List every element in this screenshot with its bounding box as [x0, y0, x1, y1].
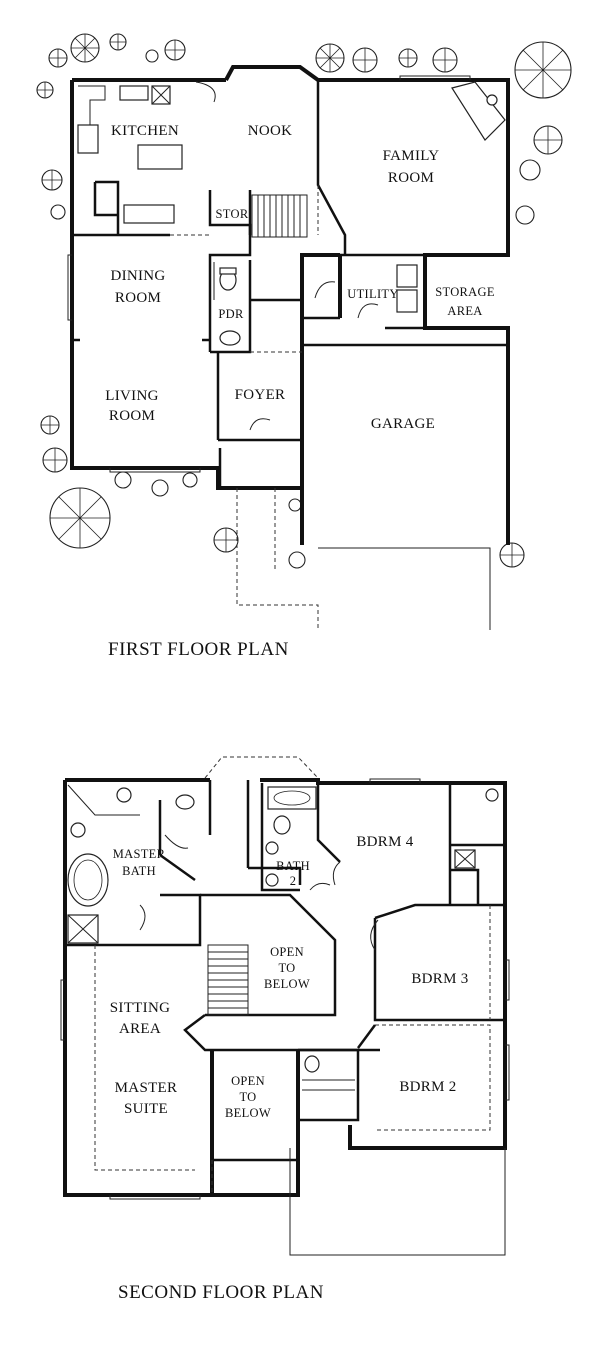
sink-icon — [265, 873, 279, 887]
room-label-master-suite-line2: SUITE — [124, 1101, 168, 1117]
tree-icon — [114, 471, 132, 489]
first-floor-title: FIRST FLOOR PLAN — [108, 639, 289, 660]
fireplace-icon — [451, 81, 506, 141]
stairs — [251, 194, 308, 238]
room-label-master-bath-line2: BATH — [122, 864, 156, 878]
second-floor-plan: MASTER BATH BDRM 4 BATH 2 OPEN TO BELOW … — [60, 756, 510, 1303]
tree-icon — [515, 205, 535, 225]
room-label-garage: GARAGE — [371, 416, 435, 432]
powder-room-fixtures — [213, 262, 241, 346]
room-label-kitchen: KITCHEN — [111, 123, 179, 139]
sink-icon — [219, 330, 241, 346]
room-label-living-line2: ROOM — [109, 408, 155, 424]
tree-icon — [182, 472, 198, 488]
washer-icon — [396, 264, 418, 288]
roof-outline — [204, 756, 319, 779]
tree-icon — [499, 542, 525, 568]
room-label-bdrm3: BDRM 3 — [411, 971, 468, 987]
windows — [67, 75, 471, 473]
tree-icon — [70, 33, 100, 63]
room-label-dining-line2: ROOM — [115, 290, 161, 306]
utility-appliances — [249, 264, 418, 431]
room-label-foyer: FOYER — [235, 387, 286, 403]
master-bath-fixtures — [67, 784, 195, 944]
room-label-sitting-line1: SITTING — [110, 1000, 170, 1016]
room-label-sitting-line2: AREA — [119, 1021, 161, 1037]
tree-icon — [41, 169, 63, 191]
tree-icon — [432, 47, 458, 73]
vent-icon — [485, 788, 499, 802]
room-label-storage-line2: AREA — [447, 304, 482, 318]
tree-icon — [109, 33, 127, 51]
room-label-master-bath-line1: MASTER — [113, 847, 166, 861]
tree-icon — [288, 551, 306, 569]
room-label-bdrm2: BDRM 2 — [399, 1079, 456, 1095]
tree-icon — [36, 81, 54, 99]
room-label-master-suite-line1: MASTER — [115, 1080, 178, 1096]
pantry-shelf — [123, 204, 175, 224]
room-label-dining-line1: DINING — [110, 268, 165, 284]
toilet-icon — [175, 794, 195, 810]
dryer-icon — [396, 289, 418, 313]
room-label-family-line1: FAMILY — [383, 148, 440, 164]
room-label-open-lower-line3: BELOW — [225, 1106, 271, 1120]
tree-icon — [213, 527, 239, 553]
room-label-stor: STOR — [216, 207, 249, 221]
room-label-family-line2: ROOM — [388, 170, 434, 186]
exterior-walls-upper — [63, 778, 507, 1197]
room-label-bath2-line1: BATH — [276, 859, 310, 873]
interior-walls-upper — [65, 780, 505, 1162]
room-label-open-upper-line1: OPEN — [270, 945, 304, 959]
tree-icon — [48, 48, 68, 68]
dashed-lines — [170, 185, 491, 630]
windows-upper — [60, 778, 510, 1200]
room-label-utility: UTILITY — [347, 287, 398, 301]
tree-icon — [42, 447, 68, 473]
kitchen-fixtures — [77, 81, 216, 224]
room-label-open-upper-line2: TO — [278, 961, 295, 975]
room-label-living-line1: LIVING — [105, 388, 158, 404]
sink-icon — [116, 787, 132, 803]
interior-walls — [72, 80, 508, 488]
tree-icon — [315, 43, 345, 73]
sink-icon — [119, 85, 149, 101]
second-floor-title: SECOND FLOOR PLAN — [118, 1282, 324, 1303]
tree-icon — [49, 487, 111, 549]
room-label-open-lower-line2: TO — [239, 1090, 256, 1104]
tree-icon — [40, 415, 60, 435]
tree-icon — [398, 48, 418, 68]
first-floor-plan: KITCHEN NOOK FAMILY ROOM STOR DINING ROO… — [36, 33, 572, 660]
bath2-fixtures — [265, 786, 331, 891]
sink-icon — [304, 1055, 320, 1073]
tree-icon — [352, 47, 378, 73]
tree-icon — [50, 204, 66, 220]
tree-icon — [151, 479, 169, 497]
kitchen-island — [137, 144, 183, 170]
room-label-nook: NOOK — [248, 123, 293, 139]
tree-icon — [533, 125, 563, 155]
room-label-pdr: PDR — [218, 307, 244, 321]
tree-icon — [164, 39, 186, 61]
room-label-bath2-line2: 2 — [290, 874, 297, 888]
sink-icon — [265, 841, 279, 855]
closets-upper — [302, 788, 499, 1091]
dashed-lines-upper — [94, 905, 506, 1256]
room-label-bdrm4: BDRM 4 — [356, 834, 413, 850]
exterior-walls — [70, 65, 510, 545]
tree-icon — [288, 498, 302, 512]
room-label-open-upper-line3: BELOW — [264, 977, 310, 991]
room-label-storage-line1: STORAGE — [435, 285, 495, 299]
tree-icon — [145, 49, 159, 63]
bathtub-icon — [67, 853, 109, 907]
landscape-trees — [36, 33, 572, 569]
stairs-upper — [207, 944, 249, 1016]
room-label-open-lower-line1: OPEN — [231, 1074, 265, 1088]
sink-icon — [70, 822, 86, 838]
tree-icon — [514, 41, 572, 99]
stove-icon — [77, 124, 99, 154]
tree-icon — [519, 159, 541, 181]
toilet-icon — [273, 815, 291, 835]
bathtub-icon — [267, 786, 317, 810]
